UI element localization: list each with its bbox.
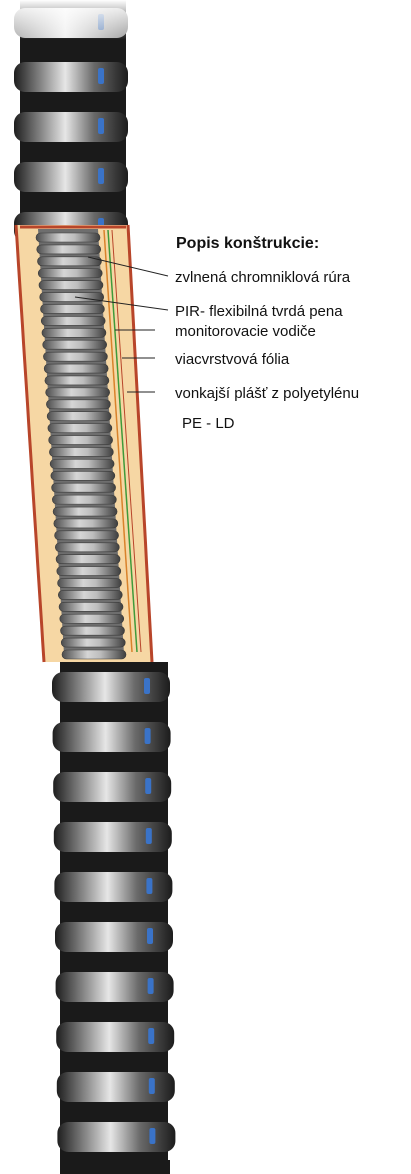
jacket-rib	[14, 62, 128, 92]
inner-pipe-rib	[61, 626, 125, 635]
jacket-rib	[56, 1022, 174, 1052]
inner-pipe-rib	[38, 269, 102, 278]
inner-pipe-rib	[40, 304, 104, 313]
lower-jacket	[52, 662, 175, 1174]
inner-pipe-rib	[51, 471, 115, 480]
rib-highlight	[147, 928, 153, 944]
inner-pipe-rib	[45, 376, 109, 385]
jacket-rib	[56, 972, 174, 1002]
label-inner-pipe: zvlnená chromniklová rúra	[175, 269, 351, 286]
inner-pipe-rib	[55, 531, 119, 540]
rib-highlight	[149, 1128, 155, 1144]
label-jacket-material: PE - LD	[182, 415, 235, 432]
rib-highlight	[145, 778, 151, 794]
inner-pipe-rib	[41, 316, 105, 325]
jacket-rib	[55, 922, 173, 952]
jacket-rib	[54, 872, 172, 902]
inner-pipe-rib	[39, 281, 103, 290]
inner-pipe-rib	[55, 543, 119, 552]
jacket-rib	[52, 672, 170, 702]
rib-highlight	[146, 828, 152, 844]
label-jacket: vonkajší plášť z polyetylénu	[175, 385, 359, 402]
inner-pipe-rib	[62, 650, 126, 659]
inner-pipe-rib	[47, 412, 111, 421]
jacket-rib	[53, 772, 171, 802]
rib-highlight	[144, 678, 150, 694]
jacket-rib	[54, 822, 172, 852]
rib-highlight	[98, 118, 104, 134]
rib-highlight	[98, 168, 104, 184]
inner-pipe-rib	[54, 519, 118, 528]
rib-highlight	[146, 878, 152, 894]
inner-pipe-rib	[58, 579, 122, 588]
inner-pipe-rib	[52, 483, 116, 492]
rib-highlight	[148, 1028, 154, 1044]
inner-pipe-rib	[37, 245, 101, 254]
inner-pipe-rib	[49, 447, 113, 456]
jacket-rib	[53, 722, 171, 752]
label-foam: PIR- flexibilná tvrdá pena	[175, 303, 343, 320]
inner-pipe-rib	[46, 388, 110, 397]
inner-pipe-rib	[59, 602, 123, 611]
jacket-rib	[57, 1122, 175, 1152]
inner-pipe-rib	[36, 233, 100, 242]
label-wires: monitorovacie vodiče	[175, 323, 316, 340]
label-foil: viacvrstvová fólia	[175, 351, 290, 368]
inner-pipe-rib	[52, 495, 116, 504]
inner-pipe-rib	[56, 555, 120, 564]
cutaway-section	[16, 225, 152, 662]
inner-pipe-rib	[43, 352, 107, 361]
lower-jacket-end	[60, 1160, 170, 1174]
rib-highlight	[148, 978, 154, 994]
inner-pipe-rib	[42, 328, 106, 337]
inner-pipe-rib	[53, 507, 117, 516]
inner-pipe-rib	[57, 567, 121, 576]
inner-pipe-rib	[43, 340, 107, 349]
rib-highlight	[145, 728, 151, 744]
inner-pipe-rib	[48, 424, 112, 433]
inner-pipe-rib	[44, 364, 108, 373]
inner-pipe-rib	[40, 293, 104, 302]
top-fade	[0, 0, 411, 40]
jacket-rib	[14, 162, 128, 192]
rib-highlight	[98, 68, 104, 84]
jacket-rib	[57, 1072, 175, 1102]
inner-pipe-rib	[49, 436, 113, 445]
jacket-rib	[14, 112, 128, 142]
rib-highlight	[149, 1078, 155, 1094]
inner-pipe-rib	[50, 459, 114, 468]
inner-pipe-rib	[58, 590, 122, 599]
inner-pipe-rib	[60, 614, 124, 623]
legend-title: Popis konštrukcie:	[176, 235, 319, 252]
inner-pipe-rib	[61, 638, 125, 647]
inner-pipe-rib	[46, 400, 110, 409]
